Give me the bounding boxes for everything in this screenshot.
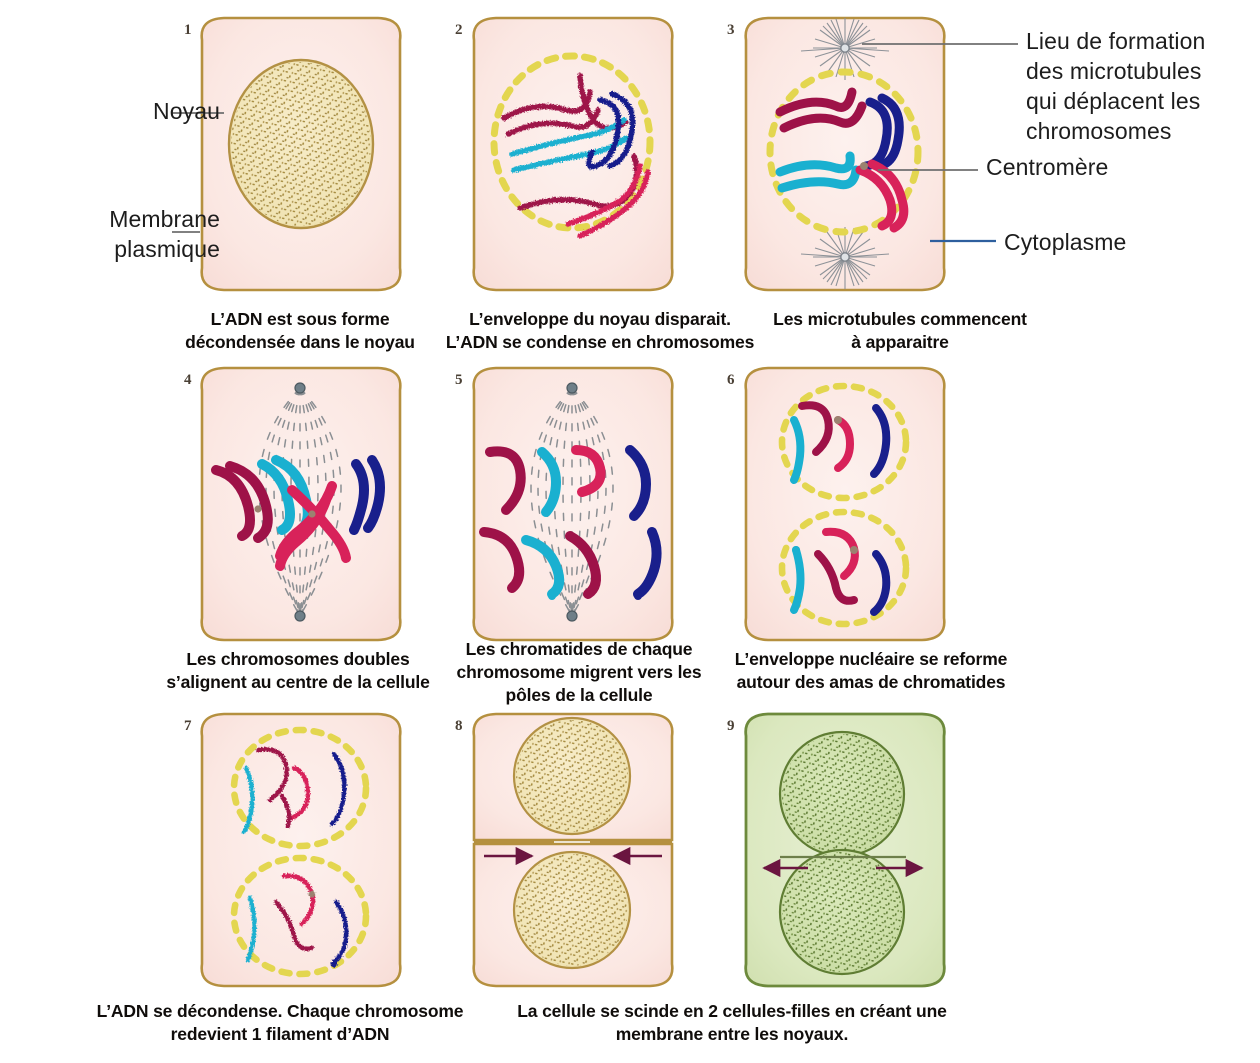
panel-3-aster-bottom	[800, 227, 890, 289]
panel-number-8: 8	[455, 718, 463, 734]
panel-5-pole-top	[566, 382, 578, 394]
panel-4-chromosomes	[211, 455, 385, 571]
panel-4-pole-top	[294, 382, 306, 394]
panel-8-nucleus-top	[512, 716, 632, 836]
annotation-lieu-formation-microtubules: Lieu de formation des microtubules qui d…	[1026, 28, 1206, 144]
panel-number-6: 6	[727, 372, 735, 388]
panel-number-1: 1	[184, 22, 192, 38]
panel-number-5: 5	[455, 372, 463, 388]
caption-panel-1: L’ADN est sous forme décondensée dans le…	[185, 309, 415, 352]
panel-2-chromatin	[501, 73, 651, 239]
panel-9-separation-arrows	[762, 855, 924, 878]
annotation-membrane-plasmique: Membrane plasmique	[109, 206, 220, 262]
caption-panel-4: Les chromosomes doubles s’alignent au ce…	[166, 649, 430, 692]
panel-3-aster-top	[800, 18, 890, 80]
panel-9-nucleus-bottom	[778, 848, 906, 976]
panel-7-envelope-top	[230, 726, 370, 850]
panel-7-envelope-bottom	[230, 854, 370, 978]
panel-3-cell	[744, 16, 946, 292]
panel-5-chromatids	[479, 445, 662, 600]
caption-panel-8-9: La cellule se scinde en 2 cellules-fille…	[517, 1001, 947, 1044]
panel-number-2: 2	[455, 22, 463, 38]
annotation-noyau: Noyau	[153, 98, 220, 124]
panel-9-nucleus-top	[778, 730, 906, 858]
panel-8-nucleus-bottom	[512, 850, 632, 970]
panel-2-cell	[472, 16, 674, 292]
panel-6-chromatids	[790, 401, 891, 616]
panel-7-cell	[200, 712, 402, 988]
panel-6-envelope-bottom	[778, 508, 910, 628]
caption-panel-2: L’enveloppe du noyau disparait. L’ADN se…	[445, 309, 755, 352]
panel-6-envelope-top	[778, 382, 910, 502]
leader-lines	[172, 43, 1018, 243]
panel-5-pole-bottom	[566, 610, 578, 622]
panel-2-nuclear-envelope	[490, 52, 654, 232]
panel-5-cell	[472, 366, 674, 642]
panel-number-3: 3	[727, 22, 735, 38]
annotation-centromere: Centromère	[986, 154, 1109, 180]
panel-number-4: 4	[184, 372, 192, 388]
panel-4-pole-bottom	[294, 610, 306, 622]
panel-8-cell	[472, 712, 674, 988]
panel-7-dna-filaments	[241, 747, 349, 968]
caption-panel-6: L’enveloppe nucléaire se reforme autour …	[734, 649, 1008, 692]
caption-panel-3: Les microtubules commencent à apparaitre	[773, 309, 1027, 352]
panel-number-7: 7	[184, 718, 192, 734]
panel-3-chromosomes	[775, 87, 909, 233]
panel-4-cell	[200, 366, 402, 642]
caption-panel-7: L’ADN se décondense. Chaque chromosome r…	[96, 1001, 464, 1044]
panel-number-9: 9	[727, 718, 735, 734]
panel-1-nucleus	[227, 58, 375, 230]
panel-1-cell	[200, 16, 402, 292]
panel-3-nuclear-envelope	[766, 68, 922, 236]
caption-panel-5: Les chromatides de chaque chromosome mig…	[456, 639, 702, 705]
panel-9-cell	[744, 712, 946, 988]
annotation-cytoplasme: Cytoplasme	[1004, 229, 1127, 255]
panel-6-cell	[744, 366, 946, 642]
